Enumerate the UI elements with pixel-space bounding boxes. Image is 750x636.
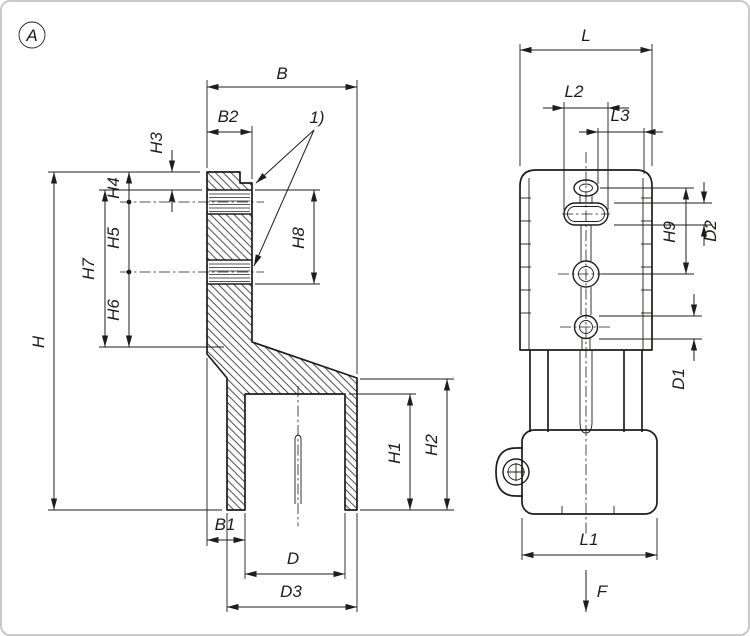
view-marker-circle: [18, 21, 46, 49]
dim-label-D2: D2: [701, 220, 720, 242]
rib-ticks: [520, 197, 652, 314]
dim-H3: H3: [147, 132, 176, 212]
dim-H8: H8: [289, 190, 318, 284]
round-hole-2: [560, 314, 612, 350]
dim-B1: B1: [207, 515, 245, 544]
footnote-callout: 1): [253, 108, 325, 267]
slot-hole: [562, 202, 610, 261]
dim-label-L: L: [581, 26, 590, 45]
dim-label-D3: D3: [280, 582, 302, 601]
dim-H5: H5: [104, 202, 130, 272]
dim-L: L: [520, 26, 652, 54]
dim-label-H5: H5: [104, 227, 123, 249]
footnote-leader-2: [253, 129, 315, 267]
dim-B2: B2: [207, 107, 252, 136]
dim-label-H6: H6: [104, 299, 123, 321]
dim-label-H8: H8: [289, 227, 308, 249]
force-arrow-F: F: [582, 570, 609, 612]
dim-label-H4: H4: [104, 177, 123, 199]
dim-label-H7: H7: [79, 258, 98, 280]
dim-label-H1: H1: [385, 442, 404, 464]
legs: [529, 350, 643, 432]
dim-label-F: F: [597, 582, 609, 601]
dim-H4: H4: [104, 172, 133, 202]
dim-H9: H9: [660, 188, 690, 274]
dim-label-L3: L3: [611, 106, 630, 125]
dim-label-H3: H3: [147, 132, 166, 154]
body-outline: [519, 169, 653, 351]
left-view-section: B B2 H3 H4 H5 H6 H7 H: [29, 64, 454, 612]
dim-label-H: H: [29, 335, 48, 348]
dim-label-B2: B2: [218, 107, 239, 126]
dim-D1: D1: [669, 294, 698, 390]
footnote-leader-1: [255, 129, 315, 184]
footnote-marker-label: 1): [309, 108, 324, 127]
dim-D3: D3: [227, 582, 357, 611]
dim-label-B: B: [276, 64, 287, 83]
section-profile: [206, 171, 358, 511]
dim-L1: L1: [522, 530, 657, 559]
dim-D: D: [245, 549, 345, 578]
dim-label-B1: B1: [215, 515, 236, 534]
dim-H: H: [29, 172, 58, 510]
view-marker-badge: A: [18, 21, 46, 49]
clamp-screw: [502, 458, 530, 486]
dim-label-L1: L1: [580, 530, 599, 549]
dim-H6: H6: [104, 272, 133, 347]
dim-B: B: [207, 64, 357, 91]
dim-label-D: D: [287, 549, 299, 568]
right-view-rear: L L2 L3 H9 D2 D1 L1: [495, 26, 720, 612]
dim-D2: D2: [700, 182, 720, 246]
top-oval-hole: [573, 179, 599, 203]
dim-L3: L3: [579, 106, 663, 136]
clamp-lug: [495, 447, 523, 497]
dim-label-D1: D1: [669, 368, 688, 390]
dim-label-H2: H2: [422, 434, 441, 456]
dim-H2: H2: [422, 379, 451, 510]
view-marker-label: A: [25, 26, 37, 45]
dim-H1: H1: [385, 394, 414, 510]
dim-label-H9: H9: [660, 221, 679, 243]
round-hole-1: [558, 260, 614, 315]
dim-H7: H7: [79, 190, 109, 347]
clamp-base: [495, 429, 658, 515]
dim-label-L2: L2: [565, 82, 584, 101]
dim-L2: L2: [543, 82, 629, 112]
extension-lines-left-view: [48, 80, 454, 612]
